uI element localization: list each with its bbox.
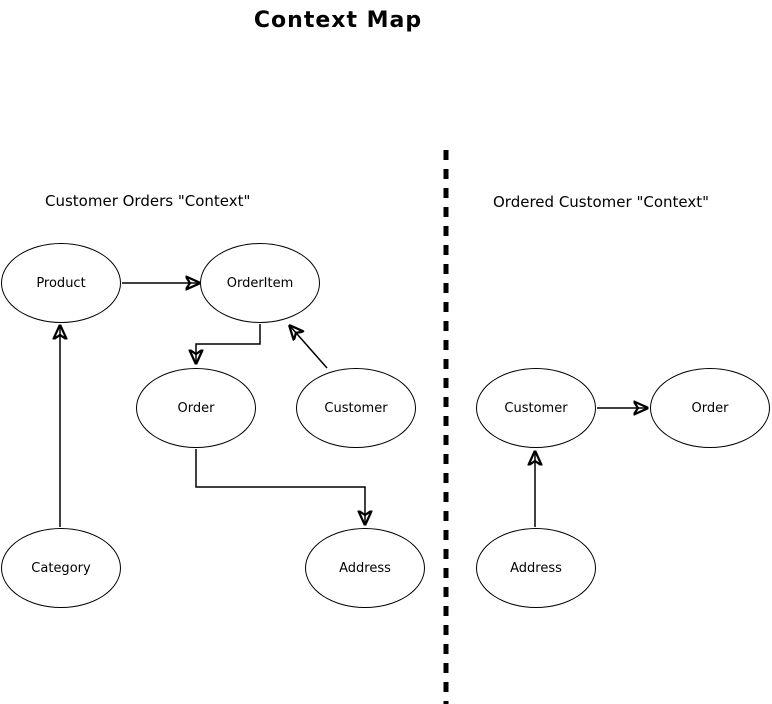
node-product-label: Product [36,275,86,291]
node-customer-left-label: Customer [324,400,388,416]
node-category: Category [1,528,121,608]
node-address-right: Address [476,528,596,608]
node-customer-left: Customer [296,368,416,448]
node-address-left-label: Address [339,560,391,576]
node-orderitem-label: OrderItem [226,275,294,291]
edge-customer-to-orderitem [290,326,328,369]
node-order-left-label: Order [177,400,215,416]
node-order-left: Order [136,368,256,448]
node-orderitem: OrderItem [200,243,320,323]
node-customer-right: Customer [476,368,596,448]
node-order-right-label: Order [691,400,729,416]
node-category-label: Category [31,560,91,576]
node-order-right: Order [650,368,770,448]
edge-orderitem-to-order [196,324,261,363]
left-context-label: Customer Orders "Context" [45,192,251,210]
right-context-label: Ordered Customer "Context" [493,193,710,211]
edge-order-to-address [195,449,365,524]
node-address-left: Address [305,528,425,608]
node-customer-right-label: Customer [504,400,568,416]
node-address-right-label: Address [510,560,562,576]
diagram-title: Context Map [253,8,423,33]
node-product: Product [1,243,121,323]
